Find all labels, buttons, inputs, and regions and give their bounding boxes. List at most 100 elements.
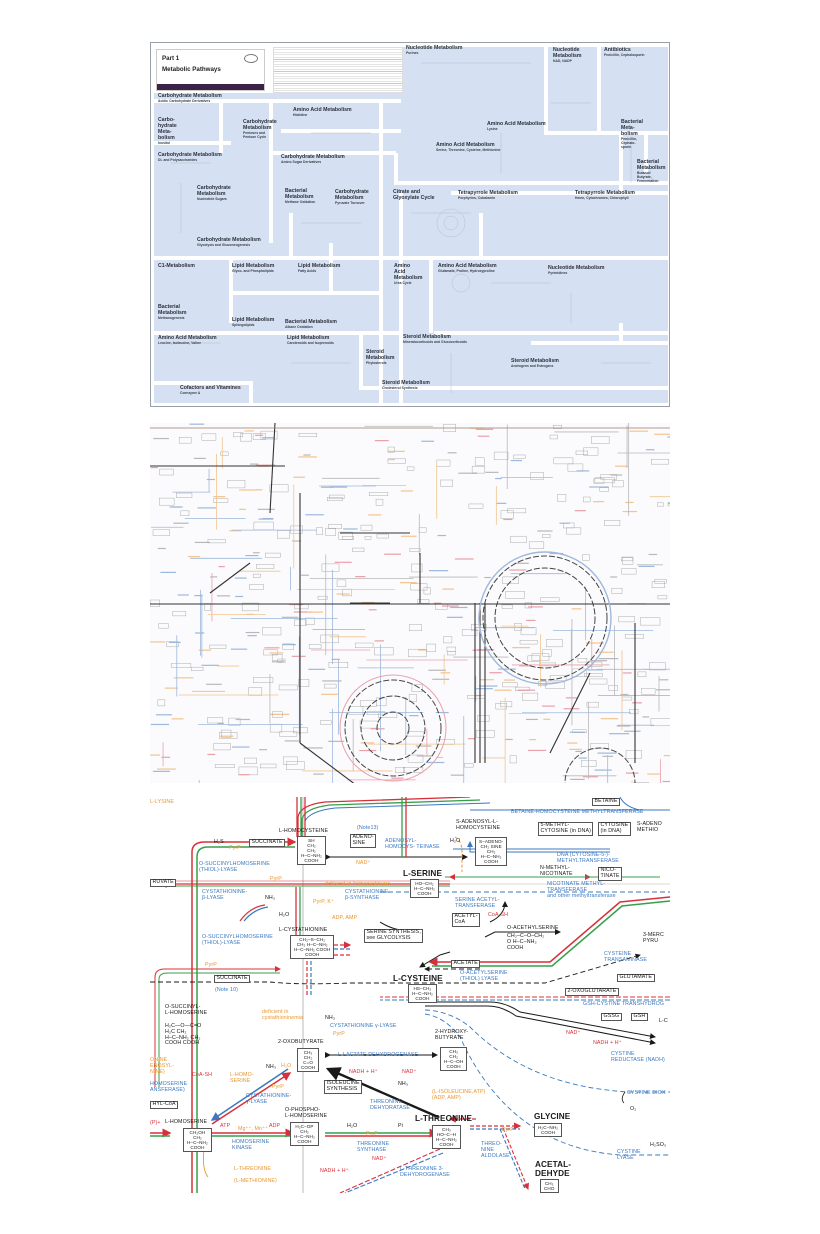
pathway-label: O-SUCCINYL- L-HOMOSERINE [165,1004,208,1016]
label-text-stroke [514,562,529,564]
compound-box: CYTOSINE (in DNA) [598,822,631,836]
compound-box [651,459,669,465]
label-text-stroke [329,486,348,488]
pathway-label: ATP [220,1123,231,1129]
label-text-stroke [527,606,543,608]
compound-box [501,604,513,609]
compound-box [436,459,451,467]
label-text-stroke [384,553,401,555]
cycle-circle [564,747,636,783]
label-text-stroke [620,693,629,696]
region-title: Carbo- hydrate Meta- bolism [158,117,177,141]
pathway-label: H₂O [347,1123,358,1129]
region-subtitle: Glyco- and Phospholipids [232,268,274,273]
label-text-stroke [201,664,219,666]
label-text-stroke [570,778,585,780]
compound-box [520,627,537,636]
pathway-label: PyrP [270,876,282,882]
pathway-label: Mg⁺⁺, Mn⁺⁺ [238,1126,268,1132]
pathway-label: ONINE ENOSYL- NINE) [150,1057,174,1075]
compound-box [637,671,647,678]
pathway-label: NH₃ [398,1081,409,1087]
label-text-stroke [594,769,612,771]
label-text-stroke [282,644,297,646]
key-compound-name: GLYCINE [534,1112,571,1121]
compound-box [248,687,263,696]
compound-box [471,466,486,474]
label-text-stroke [409,715,419,717]
pathway-label: HOMOSERINE ANSFERASE) [150,1081,188,1093]
label-text-stroke [173,522,189,524]
pathway-label: CYSTEINE TRANSAMINASE [604,951,647,963]
region-subtitle: Pyrimidines [548,270,568,275]
pathway-label: CYSTATHIONINE- β-SYNTHASE [345,889,391,901]
pathway-label: (Note13) [357,825,379,831]
label-text-stroke [571,608,582,610]
pathway-label: THREONINE DEHYDRATASE [370,1099,411,1111]
region-subtitle: Purines [406,50,419,55]
label-text-stroke [494,689,512,691]
label-text-stroke [629,430,649,432]
compound-box [298,679,310,687]
compound-box [269,723,283,733]
compound-box [352,547,365,552]
compound-box [359,720,378,729]
pathway-network-detail [150,423,670,783]
label-text-stroke [569,748,582,750]
region-subtitle: Leucine, Isoleucine, Valine [158,340,201,345]
region-subtitle: Penicillin, Cephalosporin [604,52,645,57]
label-text-stroke [526,619,536,622]
pathway-label: NAD⁺ [356,860,371,866]
region-subtitle: Lysine [487,126,498,131]
label-text-stroke [334,561,352,563]
compound-box [553,425,562,429]
structural-formula: CH₃ HO–C–H H–C–NH₂ COOH [432,1125,461,1150]
label-text-stroke [272,660,285,662]
compound-box [252,573,261,578]
compound-box [159,497,175,506]
pathway-label: PyrP [205,962,217,968]
region-title: Amino Acid Metabolism [158,335,217,341]
compound-box [566,527,582,535]
label-text-stroke [253,552,260,554]
compound-box [201,433,217,441]
pathway-label: L-CYSTATHIONINE [279,927,328,933]
compound-box [221,729,232,738]
label-text-stroke [480,679,494,681]
compound-box [612,480,624,488]
label-text-stroke [569,731,586,733]
structural-formula: S–ADENO- CH₂ SINE CH₂ H–C–NH₂ COOH [475,837,508,867]
label-text-stroke [152,770,170,772]
label-text-stroke [153,437,169,440]
compound-box [368,492,389,496]
label-text-stroke [589,486,609,488]
label-text-stroke [207,753,216,756]
label-text-stroke [598,658,619,660]
cycle-circle [494,567,596,669]
label-text-stroke [667,436,670,438]
main-pathway-line [209,562,251,594]
label-text-stroke [598,651,614,653]
label-text-stroke [574,510,586,512]
label-text-stroke [447,616,463,618]
compound-box [514,623,522,631]
pathway-label: ADP, AMP [332,915,358,921]
compound-box [150,599,160,607]
region-title: Carbohydrate Metabolism [197,237,261,243]
compound-box [338,531,353,540]
structural-formula: CH₂–S–CH₂ CH₂ H–C–NH₂ H–C–NH₂ COOH COOH [290,935,335,960]
compound-box: SUCCINATE [214,975,251,983]
compound-box [524,602,532,609]
region-title: Citrate and Glyoxylate Cycle [393,189,435,201]
compound-box [213,498,229,503]
region-channels [154,47,668,403]
label-text-stroke [169,506,183,508]
compound-box [591,436,610,444]
region-title: Carbohydrate Metabolism [158,152,222,158]
